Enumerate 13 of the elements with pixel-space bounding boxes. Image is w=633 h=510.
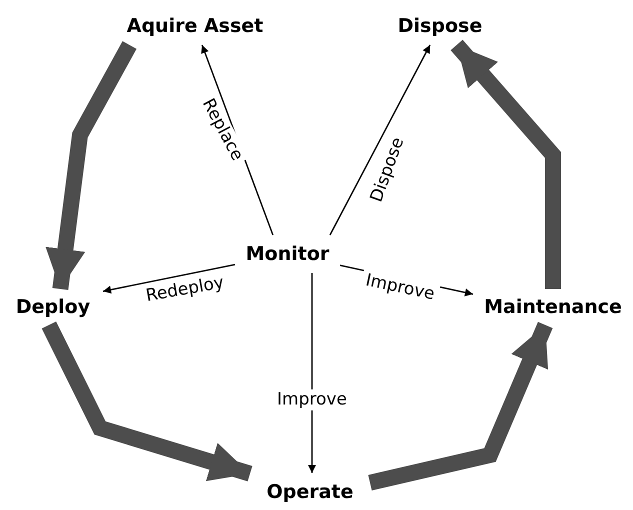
thick-arrow <box>46 41 137 290</box>
node-label: Monitor <box>246 242 330 267</box>
arrow <box>102 264 236 294</box>
node-label: Deploy <box>16 294 90 320</box>
node-label: Operate <box>266 480 354 505</box>
node-label: Dispose <box>398 14 482 39</box>
thick-arrow <box>42 321 252 482</box>
arrow <box>329 44 431 236</box>
thick-arrow <box>368 322 553 491</box>
arrow <box>308 273 316 473</box>
node-label: Maintenance <box>484 294 622 320</box>
node-label: Aquire Asset <box>126 14 264 39</box>
thick-arrow <box>450 40 561 289</box>
